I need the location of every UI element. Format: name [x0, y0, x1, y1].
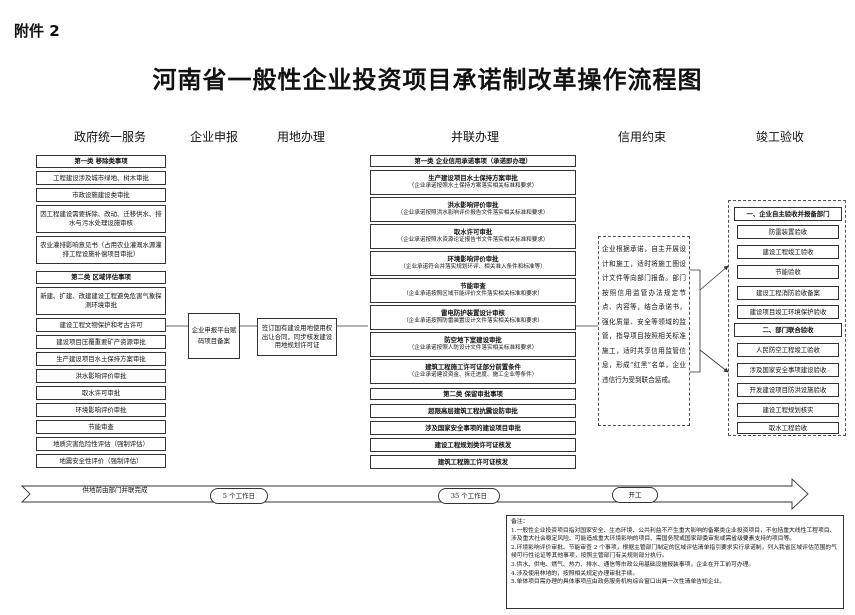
timeline-start-label: 供地前由部门并联完成	[82, 486, 148, 494]
notes-box: 备注： 1.一般性企业投资项目指对国家安全、生态环境、公共利益不产生重大影响的备…	[506, 515, 844, 609]
land-box: 签订国有建设用地使用权出让合同，同步核发建设用地规划许可证	[257, 318, 337, 356]
timeline-start-construction: 开工	[612, 487, 658, 503]
gov-item: 建设工程文物保护和考古许可	[36, 318, 166, 332]
parallel-item: 节能审查（企业承诺按照区域节能评价文件落实相关标准和要求）	[370, 278, 576, 303]
parallel-item-sub: （企业承诺符合并落实规划环评、相关准入条件和标准等）	[400, 264, 546, 271]
parallel-item-title: 建筑工程施工许可证部分前置条件	[425, 363, 521, 372]
acceptance-item: 涉及国家安全事项建设验收	[737, 363, 839, 377]
parallel-item: 建筑工程施工许可证部分前置条件（企业承诺建设资金、拆迁进度、施工企业等条件）	[370, 359, 576, 384]
parallel-retained-item: 涉及国家安全事项的建设项目审批	[370, 421, 576, 435]
notes-line: 2.环境影响评价审批、节能审查 2 个事项，根据主管部门制定的区域评估清单指引要…	[511, 544, 837, 560]
parallel-item-sub: （企业承诺按照水土保持方案落实相关标准和要求）	[408, 183, 538, 190]
acceptance-item: 建设工程竣工验收	[737, 245, 839, 259]
notes-line: 4.涉及使用林地的，按照相关规定办理审批手续。	[511, 570, 639, 577]
notes-line: 1.一般性企业投资项目指对国家安全、生态环境、公共利益不产生重大影响的备案类企业…	[511, 527, 836, 543]
acceptance-item: 开发建设项目防洪设施验收	[737, 383, 839, 397]
gov-item: 取水许可审批	[36, 386, 166, 400]
parallel-item-sub: （企业承诺按照防雷装置设计文件落实相关标准和要求）	[403, 318, 543, 325]
apply-box: 企业申报平台赋码项目备案	[188, 313, 240, 359]
column-header-accept: 竣工验收	[755, 130, 804, 144]
acceptance-item: 防雷装置验收	[737, 225, 839, 239]
parallel-item-title: 环境影响评价审批	[447, 255, 499, 264]
parallel-retained-item: 超限高层建筑工程抗震设防审批	[370, 404, 576, 418]
column-header-credit: 信用约束	[617, 130, 666, 144]
timeline-duration-5: 5 个工作日	[210, 488, 268, 504]
parallel-item-title: 生产建设项目水土保持方案审批	[428, 174, 518, 183]
column-header-parallel: 并联办理	[450, 130, 499, 144]
notes-title: 备注：	[511, 519, 529, 525]
parallel-item-sub: （企业承诺按照人防设计文件落实相关标准和要求）	[408, 345, 538, 352]
notes-line: 5.单体项目需办理的具体事项应由政务服务机构综合窗口出具一次性清单告知企业。	[511, 579, 726, 586]
gov-item: 生产建设项目水土保持方案审批	[36, 352, 166, 366]
gov-item: 地质灾害危险性评估（强制评估）	[36, 437, 166, 451]
gov-item: 新建、扩建、改建建设工程避免危害气象探测环境审批	[36, 287, 166, 315]
parallel-item: 洪水影响评价审批（企业承诺按照洪水影响评价报告文件落实相关标准和要求）	[370, 197, 576, 222]
acceptance-category-joint: 二、部门联合验收	[734, 323, 842, 337]
parallel-category-retained: 第二类 保留审批事项	[370, 388, 576, 400]
parallel-item: 生产建设项目水土保持方案审批（企业承诺按照水土保持方案落实相关标准和要求）	[370, 170, 576, 195]
column-header-land: 用地办理	[276, 130, 325, 144]
column-header-apply: 企业申报	[189, 130, 238, 144]
acceptance-item: 取水工程验收	[737, 422, 839, 434]
acceptance-category-self: 一、企业自主验收并报备部门	[734, 207, 842, 221]
notes-line: 3.供水、供电、燃气、热力、排水、通信等市政公用基础设施报装事项，企业在开工前可…	[511, 561, 755, 568]
parallel-retained-item: 建设工程规划类许可证核发	[370, 438, 576, 452]
acceptance-item: 人民防空工程竣工验收	[737, 343, 839, 357]
parallel-item-title: 取水许可审批	[453, 228, 493, 237]
gov-item: 农业灌排影响意见书（占用农业灌溉水源灌排工程设施补偿项目审批）	[36, 236, 166, 264]
parallel-item-title: 雷电防护装置设计审核	[441, 309, 505, 318]
acceptance-item: 节能验收	[737, 265, 839, 279]
gov-item: 建设项目压覆重要矿产资源审批	[36, 335, 166, 349]
parallel-item: 防空地下室建设审批（企业承诺按照人防设计文件落实相关标准和要求）	[370, 332, 576, 357]
credit-box	[598, 236, 690, 426]
credit-text: 企业根据承诺，自主开展设计和施工，适时将施工图设计文件等向部门报备。部门按照信用…	[602, 245, 686, 384]
gov-item: 市政设施建设类审批	[36, 188, 166, 202]
parallel-item: 取水许可审批（企业承诺按照水资源论证报告书文件落实相关标准和要求）	[370, 224, 576, 249]
timeline-duration-35: 35 个工作日	[438, 488, 500, 504]
parallel-item-sub: （企业承诺建设资金、拆迁进度、施工企业等条件）	[408, 372, 538, 379]
parallel-item-title: 洪水影响评价审批	[447, 201, 499, 210]
gov-item: 工程建设涉及城市绿地、树木审批	[36, 171, 166, 185]
gov-item: 地震安全性评价（强制评估）	[36, 454, 166, 468]
gov-item: 环境影响评价审批	[36, 403, 166, 417]
page-title: 河南省一般性企业投资项目承诺制改革操作流程图	[152, 65, 703, 94]
attachment-label: 附件 2	[14, 22, 60, 40]
parallel-item: 雷电防护装置设计审核（企业承诺按照防雷装置设计文件落实相关标准和要求）	[370, 305, 576, 330]
acceptance-group	[728, 200, 846, 436]
parallel-item-sub: （企业承诺按照区域节能评价文件落实相关标准和要求）	[403, 291, 543, 298]
column-header-gov: 政府统一服务	[73, 130, 146, 144]
parallel-item-sub: （企业承诺按照洪水影响评价报告文件落实相关标准和要求）	[397, 210, 549, 217]
gov-item: 因工程建设需要拆除、改动、迁移供水、排水与污水处理设施审核	[36, 205, 166, 233]
parallel-item-title: 防空地下室建设审批	[444, 336, 502, 345]
parallel-item-sub: （企业承诺按照水资源论证报告书文件落实相关标准和要求）	[397, 237, 549, 244]
gov-item: 节能审查	[36, 420, 166, 434]
gov-category-removal: 第一类 移除类事项	[36, 155, 166, 168]
parallel-item: 环境影响评价审批（企业承诺符合并落实规划环评、相关准入条件和标准等）	[370, 251, 576, 276]
parallel-item-title: 节能审查	[460, 282, 486, 291]
gov-category-regional: 第二类 区域评估事项	[36, 271, 166, 284]
parallel-category-commitment: 第一类 企业信用承诺事项（承诺即办理）	[370, 155, 576, 167]
acceptance-item: 建设工程消防验收备案	[737, 286, 839, 300]
gov-item: 洪水影响评价审批	[36, 369, 166, 383]
acceptance-item: 建设工程规划核实	[737, 403, 839, 417]
acceptance-item: 建设项目竣工环境保护验收	[737, 305, 839, 319]
parallel-retained-item: 建筑工程施工许可证核发	[370, 455, 576, 469]
